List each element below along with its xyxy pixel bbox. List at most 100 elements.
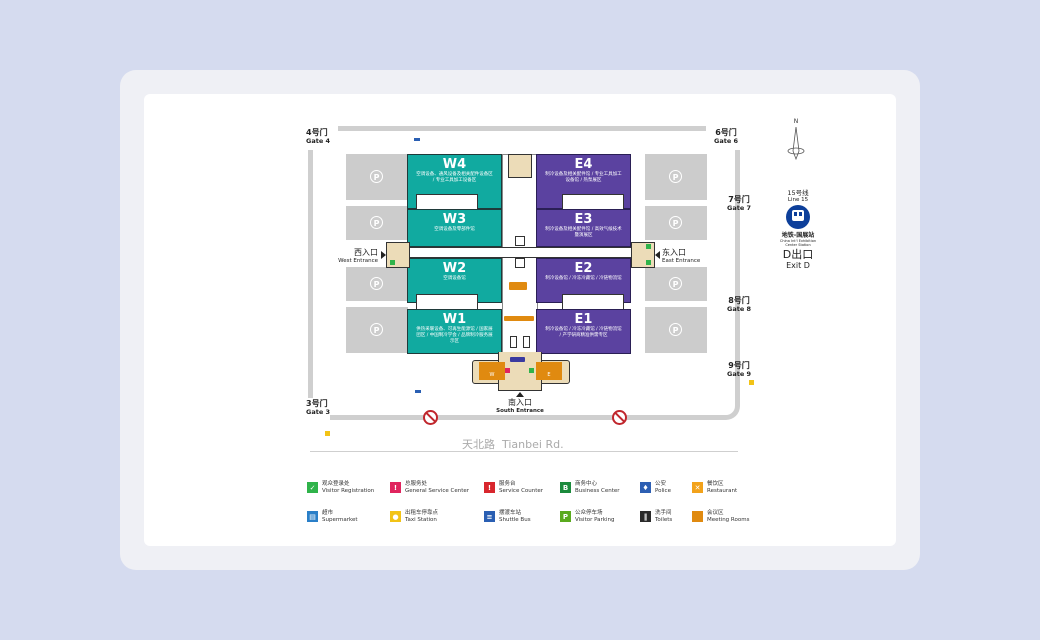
south-road bbox=[330, 415, 725, 420]
parking-icon: P bbox=[669, 170, 682, 183]
restaurant-icon: ✕ bbox=[692, 482, 703, 493]
hall-e3[interactable]: E3 制冷设备及相关配件馆 / 高效气候技术暨演展区 bbox=[536, 209, 631, 247]
hall-e2[interactable]: E2 制冷设备馆 / 冷冻冷藏馆 / 冷链物流馆 bbox=[536, 258, 631, 303]
parking-icon: P bbox=[370, 170, 383, 183]
hall-w3[interactable]: W3 空调设备及零部件馆 bbox=[407, 209, 502, 247]
parking-icon: P bbox=[669, 323, 682, 336]
hall-description: 空调设备馆 bbox=[443, 276, 466, 281]
north-arrow-icon bbox=[787, 126, 805, 161]
general-service-center-icon: ! bbox=[390, 482, 401, 493]
shuttle-bus-icon bbox=[414, 138, 420, 141]
visitor-registration-icon bbox=[390, 260, 395, 265]
hall-name: E4 bbox=[574, 157, 593, 172]
hall-connector bbox=[562, 194, 624, 210]
shuttle-info-tag bbox=[510, 357, 525, 362]
east-road-curve bbox=[720, 395, 740, 420]
hall-name: W4 bbox=[442, 157, 467, 172]
hall-description: 供热采暖设备、可再生能源馆 / 国家展团区 / 中国制冷学会 / 品牌制冷服务展… bbox=[416, 327, 493, 344]
hall-w1[interactable]: W1 供热采暖设备、可再生能源馆 / 国家展团区 / 中国制冷学会 / 品牌制冷… bbox=[407, 309, 502, 354]
south-entrance-arrow-icon bbox=[516, 392, 524, 397]
hall-name: E2 bbox=[574, 261, 593, 276]
parking-lot: P bbox=[645, 267, 707, 301]
corridor-room bbox=[515, 258, 525, 268]
no-entry-west-icon bbox=[423, 410, 438, 425]
visitor-registration-icon bbox=[646, 260, 651, 265]
meeting-rooms-icon bbox=[692, 511, 703, 522]
parking-lot: P bbox=[645, 154, 707, 200]
hall-name: W1 bbox=[442, 312, 467, 327]
hall-description: 空调设备、通风设备及相关配件设备区 / 专业工具加工设备区 bbox=[416, 172, 493, 183]
south-hall-e: E bbox=[536, 362, 562, 380]
hall-name: W3 bbox=[442, 212, 467, 227]
parking-icon: P bbox=[669, 277, 682, 290]
service-counter-icon: ! bbox=[484, 482, 495, 493]
east-entrance-building[interactable] bbox=[631, 242, 655, 268]
taxi-station-icon: ● bbox=[390, 511, 401, 522]
south-hall-w: W bbox=[479, 362, 505, 380]
parking-lot: P bbox=[346, 154, 408, 200]
meeting-room-tag bbox=[504, 316, 534, 321]
hall-name: W2 bbox=[442, 261, 467, 276]
parking-icon: P bbox=[669, 216, 682, 229]
meeting-room-tag bbox=[509, 282, 527, 290]
subway-info: 15号线 Line 15 地铁-国展站 China Int'l Exhibiti… bbox=[779, 189, 817, 271]
hall-name: E1 bbox=[574, 312, 593, 327]
corridor-room bbox=[523, 336, 530, 348]
corridor-room bbox=[515, 236, 525, 246]
shuttle-bus-icon bbox=[415, 390, 421, 393]
west-entrance-arrow-icon bbox=[381, 251, 386, 259]
hall-connector bbox=[416, 294, 478, 310]
corridor-north-lobby bbox=[508, 154, 532, 178]
taxi-station-icon bbox=[325, 431, 330, 436]
supermarket-icon: ▤ bbox=[307, 511, 318, 522]
hall-description: 空调设备及零部件馆 bbox=[434, 227, 475, 232]
visitor-registration-icon: ✓ bbox=[307, 482, 318, 493]
visitor-registration-icon bbox=[529, 368, 534, 373]
hall-connector bbox=[416, 194, 478, 210]
parking-lot: P bbox=[346, 267, 408, 301]
business-center-icon: B bbox=[560, 482, 571, 493]
west-road bbox=[308, 150, 313, 398]
police-icon: ♦ bbox=[640, 482, 651, 493]
visitor-registration-icon bbox=[646, 244, 651, 249]
hall-e1[interactable]: E1 制冷设备馆 / 冷冻冷藏馆 / 冷链物流馆 / 产学研商精准供需专区 bbox=[536, 309, 631, 354]
parking-icon: P bbox=[370, 216, 383, 229]
cross-corridor bbox=[407, 247, 631, 258]
general-service-center-icon bbox=[505, 368, 510, 373]
parking-lot: P bbox=[346, 206, 408, 240]
road-baseline bbox=[310, 451, 738, 452]
hall-name: E3 bbox=[574, 212, 593, 227]
toilets-icon: ‖ bbox=[640, 511, 651, 522]
visitor-parking-icon: P bbox=[560, 511, 571, 522]
hall-description: 制冷设备馆 / 冷冻冷藏馆 / 冷链物流馆 bbox=[545, 276, 622, 281]
subway-icon[interactable] bbox=[786, 205, 810, 229]
